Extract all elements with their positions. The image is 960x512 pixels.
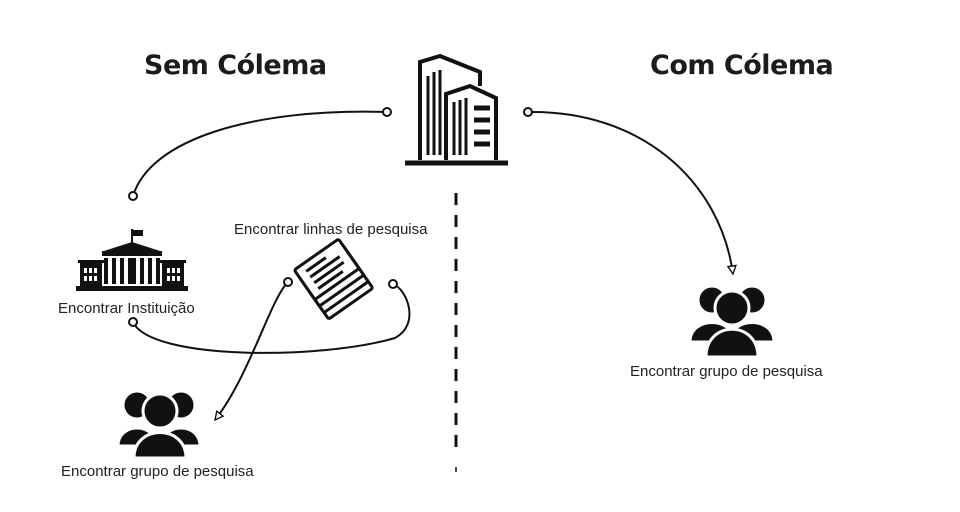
label-find-institution: Encontrar Instituição xyxy=(58,300,195,317)
connector-institution-to-research-lines xyxy=(128,279,411,354)
label-find-research-group-left: Encontrar grupo de pesquisa xyxy=(61,463,254,480)
label-find-research-lines: Encontrar linhas de pesquisa xyxy=(234,221,428,238)
documents-stack-icon xyxy=(293,238,374,320)
title-with-colema: Com Cólema xyxy=(650,50,834,81)
connector-building-to-group-right xyxy=(523,107,733,274)
connector-building-to-institution xyxy=(128,107,392,201)
label-find-research-group-right: Encontrar grupo de pesquisa xyxy=(630,363,823,380)
connector-research-lines-to-group xyxy=(215,277,293,420)
people-group-icon xyxy=(116,389,202,460)
institution-building-icon xyxy=(76,229,188,291)
people-group-icon xyxy=(688,284,776,359)
office-building-icon xyxy=(405,53,508,166)
title-without-colema: Sem Cólema xyxy=(144,50,327,81)
